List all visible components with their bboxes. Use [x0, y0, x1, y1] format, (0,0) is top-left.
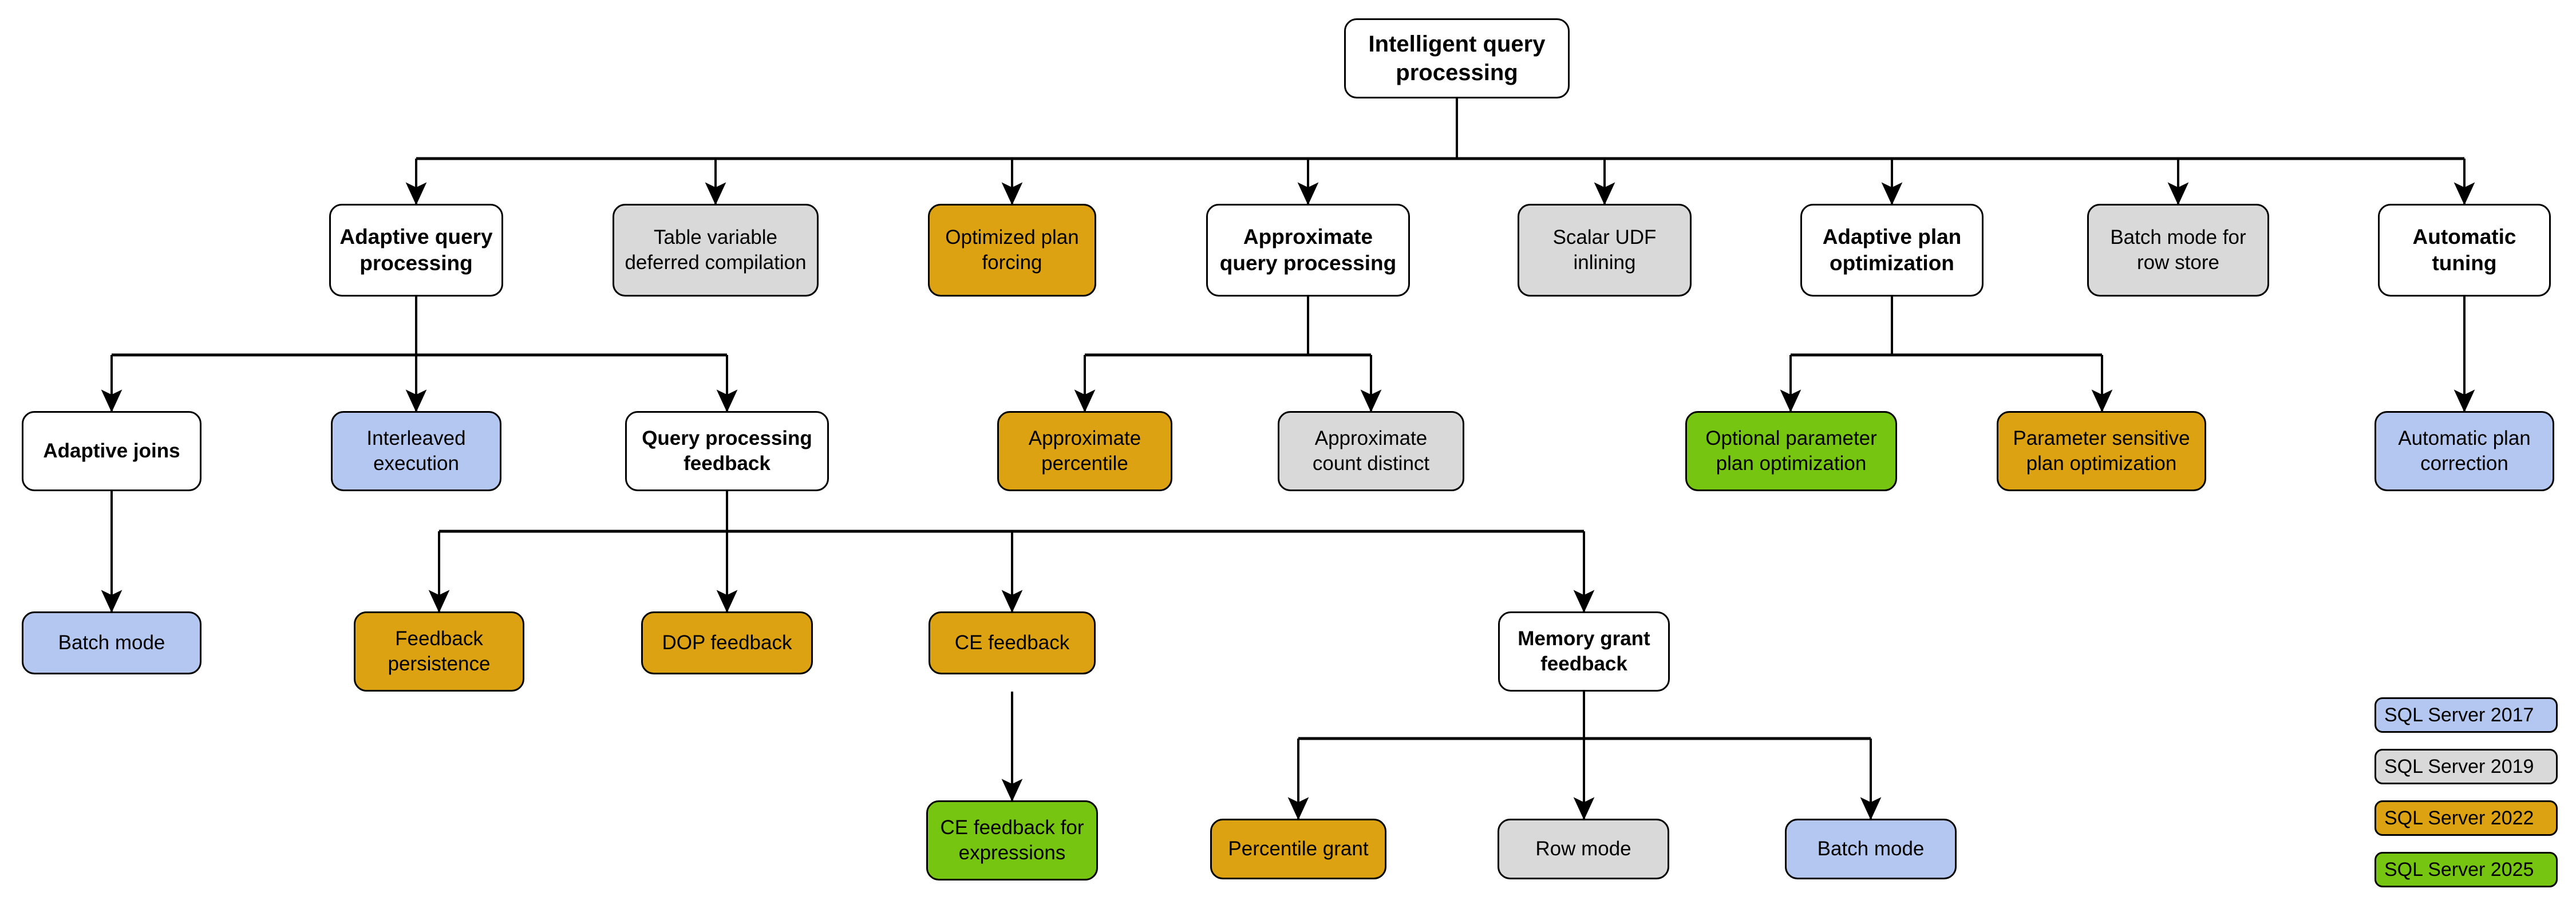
node-feedback-persistence[interactable]: Feedback persistence: [354, 611, 524, 692]
node-label: Optional parameter plan optimization: [1705, 427, 1877, 475]
node-scalar-udf-inlining[interactable]: Scalar UDF inlining: [1518, 204, 1692, 297]
node-automatic-plan-correction[interactable]: Automatic plan correction: [2374, 411, 2554, 491]
node-label: Adaptive plan optimization: [1822, 224, 1962, 275]
node-label: Scalar UDF inlining: [1552, 226, 1657, 274]
node-adaptive-plan-optimization[interactable]: Adaptive plan optimization: [1800, 204, 1984, 297]
node-label: Table variable deferred compilation: [625, 226, 807, 274]
node-percentile-grant[interactable]: Percentile grant: [1210, 819, 1386, 879]
node-label: CE feedback: [954, 631, 1070, 654]
node-ce-feedback[interactable]: CE feedback: [929, 611, 1096, 674]
legend-label: SQL Server 2022: [2384, 807, 2534, 829]
node-adaptive-query-processing[interactable]: Adaptive query processing: [329, 204, 503, 297]
node-adaptive-joins[interactable]: Adaptive joins: [22, 411, 202, 491]
node-optimized-plan-forcing[interactable]: Optimized plan forcing: [928, 204, 1096, 297]
node-memory-grant-feedback[interactable]: Memory grant feedback: [1498, 611, 1670, 692]
node-ce-feedback-for-expressions[interactable]: CE feedback for expressions: [926, 800, 1098, 881]
node-label: Automatic tuning: [2412, 224, 2516, 275]
node-automatic-tuning[interactable]: Automatic tuning: [2378, 204, 2551, 297]
legend-label: SQL Server 2025: [2384, 858, 2534, 881]
legend: SQL Server 2017 SQL Server 2019 SQL Serv…: [2374, 697, 2558, 887]
node-approximate-query-processing[interactable]: Approximate query processing: [1206, 204, 1410, 297]
node-label: Adaptive joins: [43, 440, 180, 463]
node-interleaved-execution[interactable]: Interleaved execution: [331, 411, 501, 491]
node-intelligent-query-processing[interactable]: Intelligent query processing: [1344, 18, 1570, 98]
node-label: DOP feedback: [662, 631, 792, 654]
node-batch-mode-memory-grant[interactable]: Batch mode: [1785, 819, 1957, 879]
node-batch-mode-for-row-store[interactable]: Batch mode for row store: [2087, 204, 2269, 297]
node-label: Percentile grant: [1228, 838, 1369, 860]
node-optional-parameter-plan-optimization[interactable]: Optional parameter plan optimization: [1685, 411, 1897, 491]
node-label: Adaptive query processing: [339, 224, 493, 275]
node-label: CE feedback for expressions: [940, 816, 1084, 864]
node-table-variable-deferred-compilation[interactable]: Table variable deferred compilation: [613, 204, 819, 297]
node-label: Approximate percentile: [1028, 427, 1141, 475]
legend-label: SQL Server 2019: [2384, 755, 2534, 777]
node-query-processing-feedback[interactable]: Query processing feedback: [625, 411, 829, 491]
node-label: Row mode: [1535, 838, 1631, 860]
node-label: Automatic plan correction: [2398, 427, 2531, 475]
node-parameter-sensitive-plan-optimization[interactable]: Parameter sensitive plan optimization: [1997, 411, 2206, 491]
legend-label: SQL Server 2017: [2384, 704, 2534, 726]
node-approximate-count-distinct[interactable]: Approximate count distinct: [1278, 411, 1464, 491]
node-row-mode[interactable]: Row mode: [1498, 819, 1669, 879]
node-label: Batch mode: [1817, 838, 1925, 860]
node-label: Approximate query processing: [1219, 224, 1397, 275]
node-label: Memory grant feedback: [1518, 627, 1650, 675]
node-label: Batch mode for row store: [2110, 226, 2246, 274]
legend-item-sql-server-2017: SQL Server 2017: [2374, 697, 2558, 733]
node-label: Parameter sensitive plan optimization: [2013, 427, 2190, 475]
node-label: Optimized plan forcing: [945, 226, 1079, 274]
node-label: Batch mode: [58, 631, 165, 654]
node-label: Intelligent query processing: [1368, 31, 1546, 85]
node-label: Interleaved execution: [366, 427, 466, 475]
legend-item-sql-server-2025: SQL Server 2025: [2374, 852, 2558, 887]
node-approximate-percentile[interactable]: Approximate percentile: [997, 411, 1172, 491]
node-label: Approximate count distinct: [1312, 427, 1430, 475]
legend-item-sql-server-2019: SQL Server 2019: [2374, 749, 2558, 784]
node-label: Feedback persistence: [388, 627, 491, 675]
node-batch-mode[interactable]: Batch mode: [22, 611, 202, 674]
legend-item-sql-server-2022: SQL Server 2022: [2374, 800, 2558, 836]
node-dop-feedback[interactable]: DOP feedback: [641, 611, 813, 674]
node-label: Query processing feedback: [642, 427, 812, 475]
